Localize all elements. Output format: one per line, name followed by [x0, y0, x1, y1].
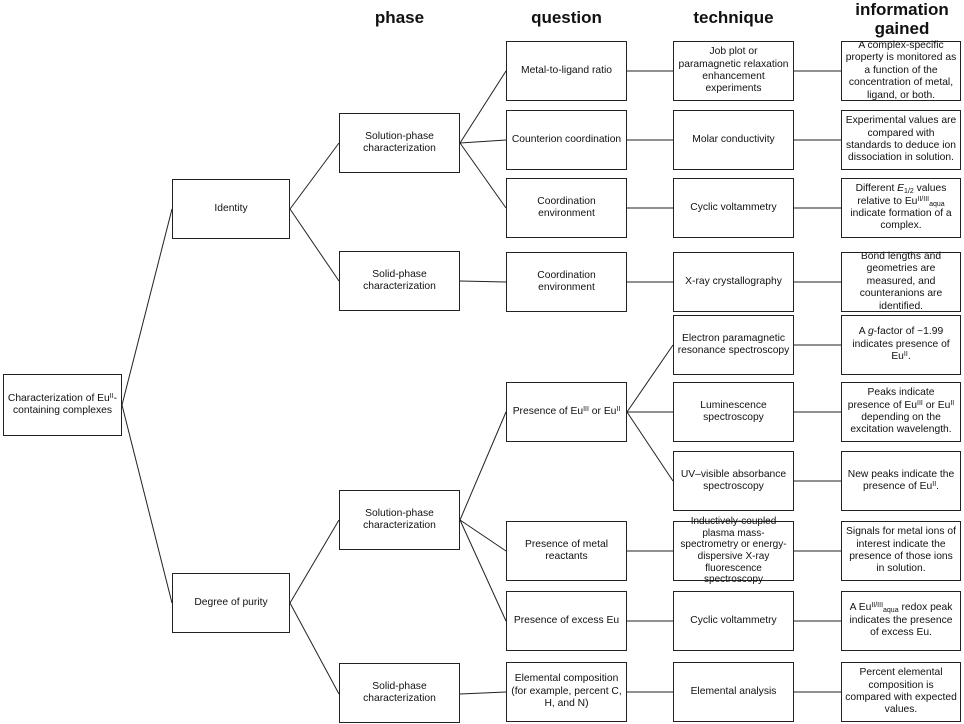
- info-molar-conductivity: Experimental values are compared with st…: [841, 110, 961, 170]
- header-technique: technique: [693, 8, 774, 27]
- technique-molar-conductivity: Molar conductivity: [673, 110, 794, 170]
- info-luminescence: Peaks indicate presence of EuIII or EuII…: [841, 382, 961, 442]
- identity-solution-phase-node: Solution-phase characterization: [339, 113, 460, 173]
- technique-epr-spectroscopy: Electron paramagnetic resonance spectros…: [673, 315, 794, 375]
- info-elemental-analysis: Percent elemental composition is compare…: [841, 662, 961, 722]
- technique-cyclic-voltammetry-purity: Cyclic voltammetry: [673, 591, 794, 651]
- header-information-gained: information gained: [855, 0, 949, 38]
- header-phase: phase: [374, 8, 425, 27]
- info-icp-ms: Signals for metal ions of interest indic…: [841, 521, 961, 581]
- info-job-plot: A complex-specific property is monitored…: [841, 40, 961, 101]
- info-cyclic-voltammetry-identity: Different E1/2 values relative to EuII/I…: [841, 178, 961, 238]
- root-node: Characterization of EuII-containing comp…: [3, 374, 122, 436]
- technique-job-plot: Job plot or paramagnetic relaxation enha…: [673, 41, 794, 101]
- question-elemental-composition: Elemental composition (for example, perc…: [506, 662, 627, 722]
- question-metal-ligand-ratio: Metal-to-ligand ratio: [506, 41, 627, 101]
- question-eu-presence: Presence of EuIII or EuII: [506, 382, 627, 442]
- purity-node: Degree of purity: [172, 573, 290, 633]
- technique-xray-crystallography: X-ray crystallography: [673, 252, 794, 312]
- purity-solution-phase-node: Solution-phase characterization: [339, 490, 460, 550]
- question-coordination-environment-solid: Coordination environment: [506, 252, 627, 312]
- technique-elemental-analysis: Elemental analysis: [673, 662, 794, 722]
- purity-solid-phase-node: Solid-phase characterization: [339, 663, 460, 723]
- info-epr: A g-factor of ~1.99 indicates presence o…: [841, 315, 961, 375]
- info-uv-visible: New peaks indicate the presence of EuII.: [841, 451, 961, 511]
- technique-luminescence-spectroscopy: Luminescence spectroscopy: [673, 382, 794, 442]
- technique-cyclic-voltammetry-identity: Cyclic voltammetry: [673, 178, 794, 238]
- info-xray-crystallography: Bond lengths and geometries are measured…: [841, 251, 961, 312]
- technique-uv-visible-spectroscopy: UV–visible absorbance spectroscopy: [673, 451, 794, 511]
- question-metal-reactants: Presence of metal reactants: [506, 521, 627, 581]
- question-coordination-environment-solution: Coordination environment: [506, 178, 627, 238]
- info-cyclic-voltammetry-purity: A EuII/IIIaqua redox peak indicates the …: [841, 591, 961, 651]
- identity-solid-phase-node: Solid-phase characterization: [339, 251, 460, 311]
- question-counterion-coordination: Counterion coordination: [506, 110, 627, 170]
- question-excess-eu: Presence of excess Eu: [506, 591, 627, 651]
- technique-icp-ms: Inductively-coupled plasma mass-spectrom…: [673, 516, 794, 585]
- header-question: question: [531, 8, 602, 27]
- identity-node: Identity: [172, 179, 290, 239]
